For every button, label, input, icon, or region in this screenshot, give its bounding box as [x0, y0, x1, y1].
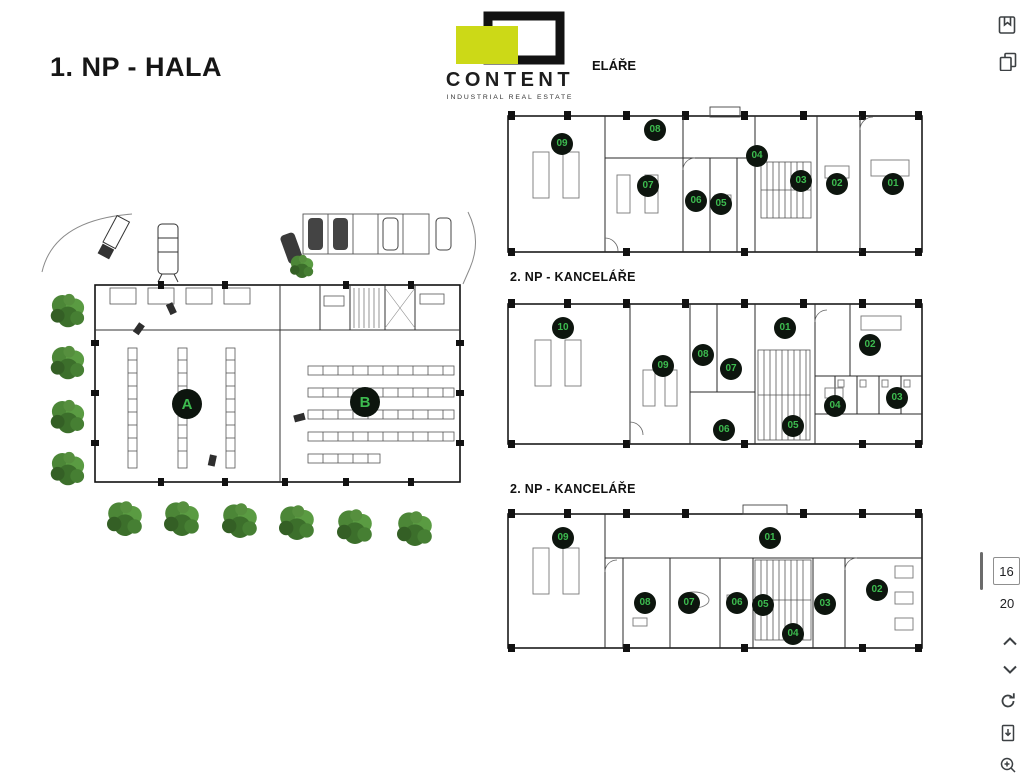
room-badge: 08 — [644, 119, 666, 141]
room-badge: 01 — [882, 173, 904, 195]
room-badge: 08 — [634, 592, 656, 614]
room-badge: 06 — [713, 419, 735, 441]
logo-name: CONTENT — [445, 69, 575, 91]
section-label-middle: 2. NP - KANCELÁŘE — [510, 270, 636, 284]
room-badge: 05 — [752, 594, 774, 616]
room-badge: 02 — [859, 334, 881, 356]
refresh-icon[interactable] — [997, 690, 1019, 712]
room-badge: 06 — [726, 592, 748, 614]
room-badge: 07 — [678, 592, 700, 614]
section-label-bottom: 2. NP - KANCELÁŘE — [510, 482, 636, 496]
room-badge: 02 — [826, 173, 848, 195]
office-plan-top-drawing — [507, 106, 923, 256]
room-badge: 07 — [637, 175, 659, 197]
page-down-icon[interactable] — [999, 658, 1021, 680]
room-badge: 08 — [692, 344, 714, 366]
room-badge: 01 — [774, 317, 796, 339]
room-badge: 02 — [866, 579, 888, 601]
page-title: 1. NP - HALA — [50, 52, 223, 82]
room-badge: 05 — [782, 415, 804, 437]
room-badge: 04 — [782, 623, 804, 645]
zone-b-badge: B — [350, 387, 380, 417]
office-plan-bottom: 09 01 08 07 06 05 03 02 04 — [505, 500, 925, 660]
room-badge: 10 — [552, 317, 574, 339]
room-badge: 03 — [814, 593, 836, 615]
room-badge: 09 — [552, 527, 574, 549]
office-plan-bottom-drawing — [507, 504, 923, 652]
hall-plan-drawing — [41, 211, 476, 546]
office-plan-top: 09 08 07 06 05 04 03 02 01 — [505, 100, 925, 265]
office-plan-middle: 10 01 09 08 07 02 04 03 06 05 — [505, 292, 925, 462]
zone-a-badge: A — [172, 389, 202, 419]
scrollbar-thumb[interactable] — [980, 552, 983, 590]
total-pages-label: 20 — [999, 596, 1015, 611]
content-logo: CONTENT INDUSTRIAL REAL ESTATE — [443, 10, 577, 101]
bookmark-icon[interactable] — [996, 14, 1018, 36]
room-badge: 06 — [685, 190, 707, 212]
room-badge: 07 — [720, 358, 742, 380]
room-badge: 09 — [551, 133, 573, 155]
page-number-input[interactable] — [993, 557, 1020, 585]
hall-floor-plan: A B — [40, 210, 490, 550]
copy-icon[interactable] — [997, 50, 1019, 72]
room-badge: 03 — [790, 170, 812, 192]
room-badge: 03 — [886, 387, 908, 409]
room-badge: 09 — [652, 355, 674, 377]
zoom-icon[interactable] — [997, 754, 1019, 776]
room-badge: 04 — [746, 145, 768, 167]
logo-tagline: INDUSTRIAL REAL ESTATE — [446, 94, 574, 101]
content-logo-mark-icon — [456, 11, 565, 65]
page-up-icon[interactable] — [999, 630, 1021, 652]
office-plan-middle-drawing — [507, 299, 923, 448]
download-icon[interactable] — [997, 722, 1019, 744]
room-badge: 05 — [710, 193, 732, 215]
room-badge: 04 — [824, 395, 846, 417]
clipped-header-label: ELÁŘE — [592, 58, 637, 73]
room-badge: 01 — [759, 527, 781, 549]
